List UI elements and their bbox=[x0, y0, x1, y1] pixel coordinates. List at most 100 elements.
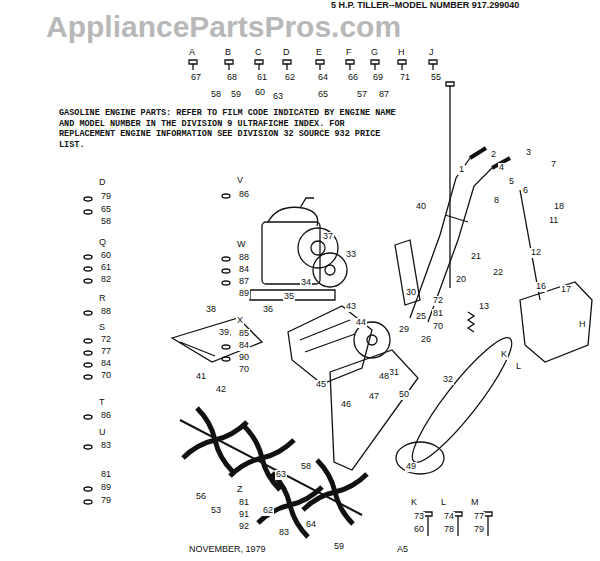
callout-letter: C bbox=[254, 48, 263, 58]
callout-letter: L bbox=[440, 498, 447, 508]
callout-number: 72 bbox=[432, 296, 444, 306]
callout-number: 16 bbox=[535, 282, 547, 292]
callout-number: 61 bbox=[100, 263, 112, 273]
bolt-symbol bbox=[424, 512, 492, 536]
callout-number: 34 bbox=[300, 278, 312, 288]
callout-letter: M bbox=[470, 498, 480, 508]
callout-number: 78 bbox=[443, 525, 455, 535]
note-text: GASOLINE ENGINE PARTS: REFER TO FILM COD… bbox=[58, 108, 405, 151]
callout-number: 6 bbox=[522, 186, 529, 196]
callout-letter: L bbox=[515, 362, 522, 372]
callout-number: 55 bbox=[430, 73, 442, 83]
callout-number: 59 bbox=[230, 90, 242, 100]
watermark: AppliancePartsPros.com bbox=[45, 12, 402, 42]
callout-number: 21 bbox=[470, 252, 482, 262]
callout-number: 29 bbox=[398, 325, 410, 335]
callout-number: 30 bbox=[405, 288, 417, 298]
callout-letter: B bbox=[224, 48, 232, 58]
callout-number: 38 bbox=[205, 305, 217, 315]
callout-number: 63 bbox=[275, 470, 287, 480]
callout-number: 60 bbox=[254, 88, 266, 98]
callout-number: 44 bbox=[355, 318, 367, 328]
callout-letter: V bbox=[236, 176, 244, 186]
callout-number: 49 bbox=[405, 462, 417, 472]
callout-number: 81 bbox=[100, 470, 112, 480]
callout-number: 88 bbox=[238, 253, 250, 263]
callout-number: 70 bbox=[238, 365, 250, 375]
callout-number: 60 bbox=[100, 251, 112, 261]
long-bolt bbox=[446, 82, 454, 288]
callout-number: 59 bbox=[333, 542, 345, 552]
callout-number: 5 bbox=[508, 177, 515, 187]
date-text: NOVEMBER, 1979 bbox=[188, 545, 267, 555]
wheel-hub bbox=[367, 335, 377, 345]
callout-number: 84 bbox=[100, 359, 112, 369]
callout-letter: Q bbox=[98, 238, 107, 248]
callout-number: 17 bbox=[560, 285, 572, 295]
engine-hub bbox=[311, 241, 325, 255]
bolt-symbol bbox=[189, 60, 437, 70]
wheel-hub bbox=[325, 265, 335, 275]
washer-symbol bbox=[84, 197, 92, 504]
callout-number: 74 bbox=[443, 512, 455, 522]
callout-number: 25 bbox=[415, 312, 427, 322]
callout-number: 2 bbox=[490, 150, 497, 160]
callout-number: 63 bbox=[272, 92, 284, 102]
callout-number: 35 bbox=[283, 292, 295, 302]
callout-number: 39 bbox=[218, 328, 230, 338]
depth-bar-bracket bbox=[395, 240, 420, 305]
callout-number: 42 bbox=[215, 385, 227, 395]
callout-number: 92 bbox=[238, 522, 250, 532]
callout-number: 79 bbox=[100, 496, 112, 506]
callout-number: 66 bbox=[347, 73, 359, 83]
callout-number: 84 bbox=[238, 265, 250, 275]
callout-number: 43 bbox=[345, 302, 357, 312]
callout-number: 72 bbox=[100, 335, 112, 345]
callout-number: 18 bbox=[553, 202, 565, 212]
callout-number: 33 bbox=[345, 250, 357, 260]
callout-number: 85 bbox=[238, 329, 250, 339]
callout-number: 13 bbox=[478, 302, 490, 312]
callout-number: 53 bbox=[210, 506, 222, 516]
callout-number: 88 bbox=[100, 307, 112, 317]
callout-number: 70 bbox=[432, 322, 444, 332]
callout-number: 32 bbox=[442, 375, 454, 385]
callout-number: 73 bbox=[413, 512, 425, 522]
callout-letter: K bbox=[500, 350, 508, 360]
callout-number: 71 bbox=[399, 73, 411, 83]
callout-number: 86 bbox=[238, 190, 250, 200]
callout-number: 79 bbox=[473, 525, 485, 535]
callout-number: 8 bbox=[493, 196, 500, 206]
callout-number: 48 bbox=[378, 372, 390, 382]
callout-number: 57 bbox=[356, 90, 368, 100]
callout-letter: J bbox=[428, 48, 435, 58]
callout-number: 65 bbox=[100, 205, 112, 215]
callout-number: 37 bbox=[322, 232, 334, 242]
handle-bar bbox=[410, 158, 492, 322]
callout-number: 83 bbox=[278, 528, 290, 538]
callout-letter: A bbox=[188, 48, 196, 58]
engine-block bbox=[262, 222, 320, 284]
callout-number: 64 bbox=[317, 73, 329, 83]
callout-number: 70 bbox=[100, 371, 112, 381]
callout-number: 62 bbox=[284, 73, 296, 83]
callout-letter: E bbox=[315, 48, 323, 58]
callout-letter: K bbox=[410, 498, 418, 508]
callout-letter: F bbox=[345, 48, 353, 58]
callout-number: 41 bbox=[195, 372, 207, 382]
pulley bbox=[396, 442, 444, 474]
callout-number: 60 bbox=[413, 525, 425, 535]
callout-number: 46 bbox=[340, 400, 352, 410]
callout-number: 77 bbox=[100, 347, 112, 357]
callout-number: 12 bbox=[530, 248, 542, 258]
callout-number: 40 bbox=[415, 202, 427, 212]
callout-number: 83 bbox=[100, 441, 112, 451]
tine-shield bbox=[172, 318, 262, 362]
callout-number: 82 bbox=[100, 275, 112, 285]
callout-number: 86 bbox=[100, 411, 112, 421]
callout-number: 61 bbox=[256, 73, 268, 83]
callout-letter: G bbox=[370, 48, 379, 58]
callout-letter: X bbox=[236, 316, 244, 326]
callout-letter: S bbox=[98, 323, 106, 333]
callout-number: 62 bbox=[262, 506, 274, 516]
